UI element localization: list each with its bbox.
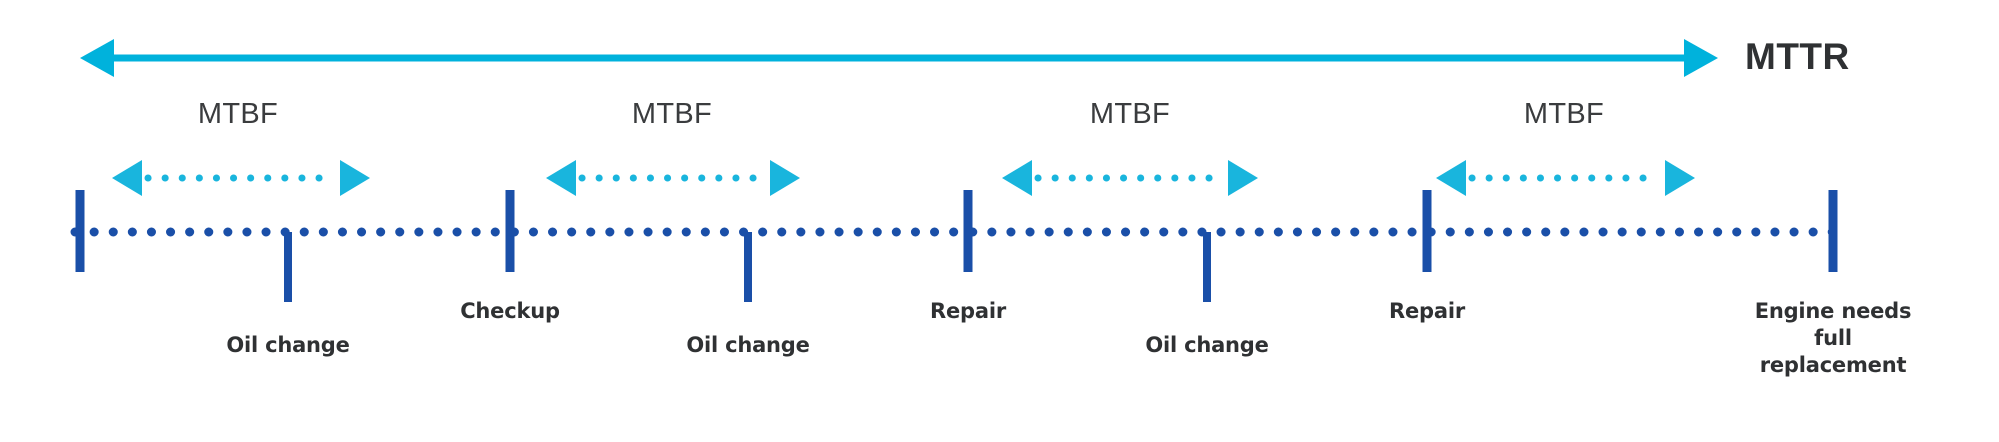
event-label-oil-change-2: Oil change <box>226 333 350 357</box>
event-label-repair-7: Repair <box>1389 299 1465 323</box>
mtbf-arrowhead-left-4 <box>1436 160 1466 196</box>
mtbf-arrowhead-right-2 <box>770 160 800 196</box>
mtbf-label-4: MTBF <box>1523 98 1605 130</box>
mtbf-arrowhead-right-1 <box>340 160 370 196</box>
mtbf-arrowhead-left-3 <box>1002 160 1032 196</box>
mtbf-label-2: MTBF <box>631 98 713 130</box>
mtbf-arrowhead-right-4 <box>1665 160 1695 196</box>
mtbf-arrowhead-left-1 <box>112 160 142 196</box>
mttr-label: MTTR <box>1745 36 1850 77</box>
event-label-engine-needs-8: Engine needs full replacement <box>1754 299 1912 377</box>
mtbf-arrowhead-right-3 <box>1228 160 1258 196</box>
event-label-oil-change-6: Oil change <box>1145 333 1269 357</box>
event-label-oil-change-4: Oil change <box>686 333 810 357</box>
mttr-arrowhead-right <box>1684 39 1718 77</box>
mtbf-label-1: MTBF <box>197 98 279 130</box>
event-label-checkup-3: Checkup <box>460 299 560 323</box>
mtbf-arrowhead-left-2 <box>546 160 576 196</box>
mttr-arrowhead-left <box>80 39 114 77</box>
mtbf-label-3: MTBF <box>1089 98 1171 130</box>
event-label-repair-5: Repair <box>930 299 1006 323</box>
